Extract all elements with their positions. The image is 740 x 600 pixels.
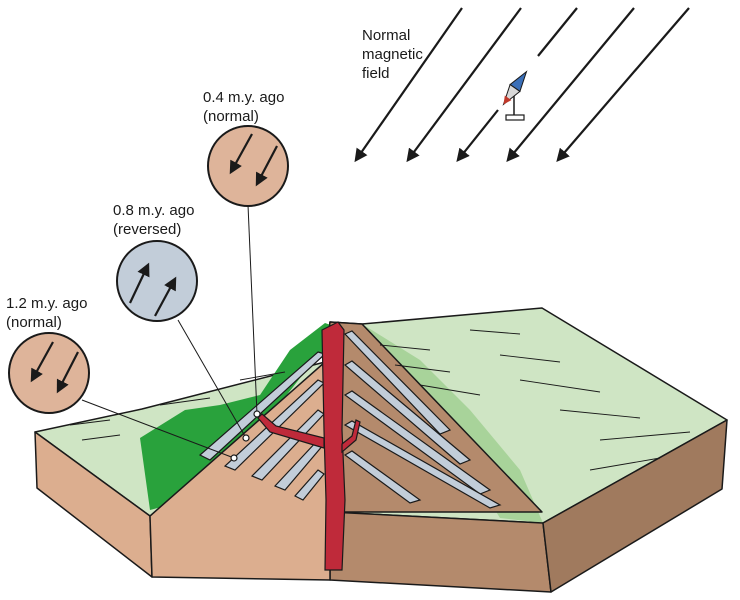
block-front-right <box>329 511 552 593</box>
sample-polarity: (normal) <box>203 108 259 125</box>
sample-age: 0.8 m.y. ago <box>113 202 195 219</box>
sample-age: 1.2 m.y. ago <box>6 295 88 312</box>
sample-polarity: (normal) <box>6 314 62 331</box>
compass-needle-icon <box>502 70 528 121</box>
field-arrow <box>354 7 463 163</box>
field-label-line: magnetic <box>362 46 423 63</box>
block-side-right <box>542 419 728 593</box>
sample-circle <box>116 240 198 322</box>
sample-label-0-8: 0.8 m.y. ago (reversed) <box>113 201 194 239</box>
ash-layers-left <box>198 351 327 501</box>
magnetic-field-arrows <box>354 7 690 163</box>
sample-circle-0-4 <box>207 125 289 207</box>
field-label-line: Normal <box>362 27 411 44</box>
sample-circle <box>207 125 289 207</box>
field-arrow <box>506 7 635 163</box>
field-label: Normal magnetic field <box>362 26 423 83</box>
ash-layers-right <box>343 330 502 509</box>
sample-circle-0-8 <box>116 240 198 322</box>
sample-label-1-2: 1.2 m.y. ago (normal) <box>6 294 87 332</box>
sample-circle-1-2 <box>8 332 90 414</box>
field-arrow <box>456 109 499 163</box>
green-slope <box>140 323 345 510</box>
field-arrow <box>537 7 578 57</box>
sample-circle <box>8 332 90 414</box>
leader-lines <box>81 204 258 459</box>
sample-points <box>230 410 261 462</box>
sample-polarity: (reversed) <box>113 221 182 238</box>
surface-texture <box>69 329 691 471</box>
field-arrow <box>556 7 690 162</box>
sample-age: 0.4 m.y. ago <box>203 89 285 106</box>
sample-label-0-4: 0.4 m.y. ago (normal) <box>203 88 284 126</box>
field-arrow <box>406 7 522 163</box>
field-label-line: field <box>362 65 390 82</box>
terrain-block <box>34 307 728 593</box>
magma-conduit <box>257 321 361 571</box>
